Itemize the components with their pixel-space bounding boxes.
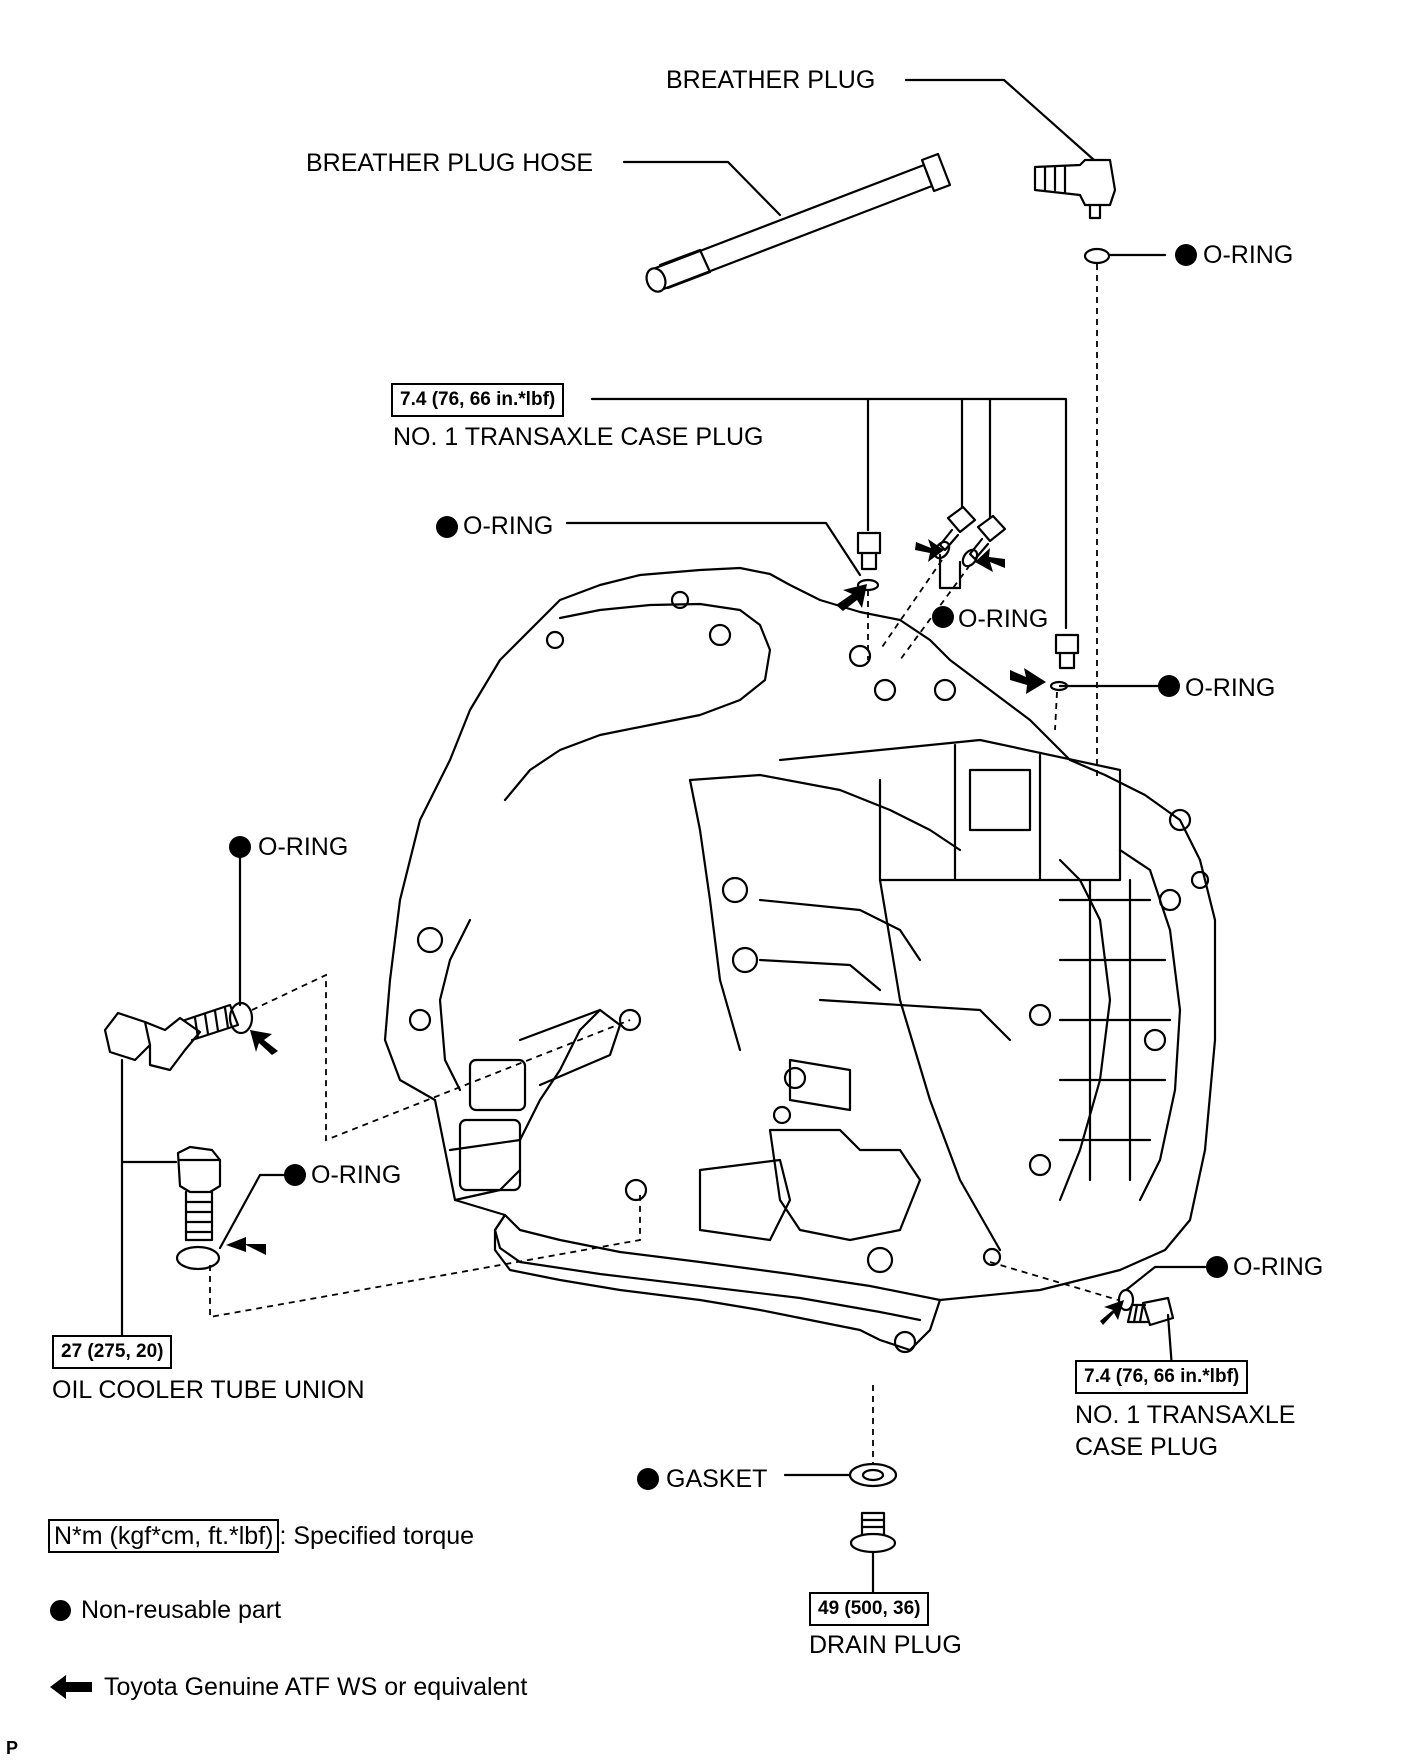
- legend-non-reusable: Non-reusable part: [50, 1595, 281, 1625]
- breather-plug-label: BREATHER PLUG: [666, 66, 876, 94]
- hose-leader-lines: [622, 78, 1167, 257]
- o-ring-label-side-plug: O-RING: [1233, 1253, 1324, 1281]
- legend-torque: N*m (kgf*cm, ft.*lbf): Specified torque: [48, 1519, 474, 1553]
- transaxle-housing: [383, 566, 1217, 1354]
- o-ring-label-union-upper: O-RING: [258, 833, 349, 861]
- o-ring-label-breather: O-RING: [1203, 241, 1294, 269]
- o-ring-union-lower: [175, 1245, 221, 1271]
- torque-box-drain-plug: 49 (500, 36): [809, 1592, 930, 1626]
- filled-circle-icon: [50, 1600, 71, 1621]
- o-ring-label-top-left: O-RING: [463, 512, 554, 540]
- gasket-hole: [861, 1468, 885, 1482]
- no1-transaxle-case-plug-label: NO. 1 TRANSAXLE CASE PLUG: [393, 423, 764, 451]
- oil-cooler-union: [176, 1145, 222, 1242]
- no1-transaxle-label-line2: CASE PLUG: [1075, 1433, 1219, 1461]
- no1-transaxle-label-line1: NO. 1 TRANSAXLE: [1075, 1401, 1296, 1429]
- breather-plug: [1033, 158, 1117, 220]
- o-ring-label-top-mid: O-RING: [958, 605, 1049, 633]
- breather-o-ring: [1083, 247, 1111, 265]
- non-reusable-dots: [229, 244, 1228, 1490]
- o-ring-plug-3: [961, 548, 979, 568]
- gasket-label: GASKET: [666, 1465, 768, 1493]
- breather-plug-hose-label: BREATHER PLUG HOSE: [306, 149, 594, 177]
- case-plug-3: [968, 514, 1007, 561]
- oil-cooler-elbow: [103, 1003, 240, 1072]
- top-case-plug-leaders: [565, 397, 1162, 688]
- o-ring-label-top-right: O-RING: [1185, 674, 1276, 702]
- torque-box-case-plug-top: 7.4 (76, 66 in.*lbf): [391, 383, 565, 417]
- legend-torque-box: N*m (kgf*cm, ft.*lbf): [48, 1519, 280, 1553]
- side-plug-leader-lines: [1124, 1265, 1207, 1370]
- drain-plug-label: DRAIN PLUG: [809, 1631, 962, 1659]
- legend-torque-desc: : Specified torque: [279, 1522, 475, 1550]
- gasket: [848, 1462, 898, 1488]
- legend-non-reusable-text: Non-reusable part: [80, 1596, 282, 1624]
- atf-arrows: [226, 539, 1124, 1325]
- case-plug-2: [938, 505, 977, 552]
- union-leader-lines: [120, 856, 286, 1337]
- case-plug-1: [856, 531, 882, 571]
- side-case-plug: [1126, 1296, 1175, 1327]
- oil-cooler-tube-union-label: OIL COOLER TUBE UNION: [52, 1376, 365, 1404]
- breather-plug-hose: [645, 152, 952, 293]
- o-ring-label-union-lower: O-RING: [311, 1161, 402, 1189]
- left-arrow-icon: [50, 1675, 92, 1699]
- torque-box-case-plug-right: 7.4 (76, 66 in.*lbf): [1075, 1360, 1249, 1394]
- legend-atf-text: Toyota Genuine ATF WS or equivalent: [104, 1673, 528, 1701]
- case-plug-4: [1054, 633, 1080, 670]
- o-ring-union-upper: [228, 1001, 254, 1035]
- torque-box-oil-cooler-union: 27 (275, 20): [52, 1335, 173, 1369]
- corner-mark: P: [6, 1738, 19, 1758]
- o-ring-plug-4: [1049, 680, 1069, 692]
- legend-atf: Toyota Genuine ATF WS or equivalent: [50, 1672, 527, 1702]
